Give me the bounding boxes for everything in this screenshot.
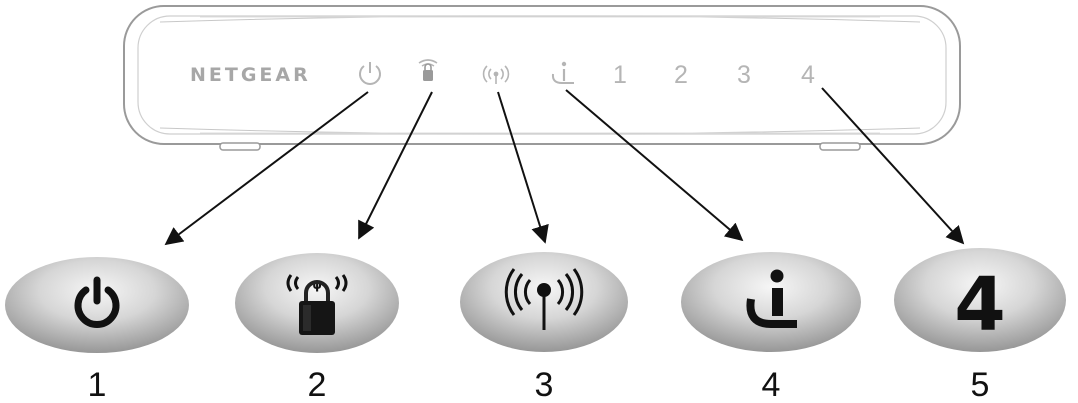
callout-badge-internet: [681, 252, 861, 352]
callout-badge-wireless: [460, 252, 628, 352]
callout-number-3: 3: [535, 366, 554, 403]
panel-wireless-icon: [482, 65, 510, 84]
power-icon: [74, 276, 120, 328]
callout-arrows: [164, 87, 965, 246]
router-body: [123, 5, 961, 151]
callout-number-5: 5: [971, 366, 990, 403]
wps-lock-icon: φ: [286, 274, 348, 335]
internet-icon: [746, 269, 797, 328]
port-3-label: 3: [737, 61, 751, 89]
callout-badge-lan: 4: [894, 248, 1066, 352]
arrow-5: [821, 87, 965, 245]
callout-badge-wps: φ: [235, 253, 399, 353]
lan-port-icon: 4: [954, 262, 1006, 348]
router-foot-left: [219, 142, 261, 151]
arrow-2: [358, 91, 433, 240]
arrow-4: [565, 89, 744, 242]
port-1-label: 1: [613, 61, 627, 89]
panel-internet-icon: [551, 61, 574, 84]
callout-badge-power: [5, 257, 189, 353]
callout-numbers: 1 2 3 4 5: [88, 366, 990, 403]
panel-wps-lock-icon: [418, 59, 438, 81]
panel-port-numbers: 1 2 3 4: [613, 61, 815, 89]
callout-number-2: 2: [308, 366, 327, 403]
arrow-1: [164, 91, 369, 246]
port-4-label: 4: [801, 61, 815, 89]
router-foot-right: [819, 142, 861, 151]
port-2-label: 2: [674, 61, 688, 89]
arrow-3: [497, 91, 549, 244]
callout-number-1: 1: [88, 366, 107, 403]
wireless-icon: [504, 268, 584, 330]
brand-logo-text: NETGEAR: [190, 64, 311, 86]
panel-power-icon: [359, 62, 381, 85]
svg-text:φ: φ: [312, 278, 321, 292]
callout-number-4: 4: [762, 366, 781, 403]
